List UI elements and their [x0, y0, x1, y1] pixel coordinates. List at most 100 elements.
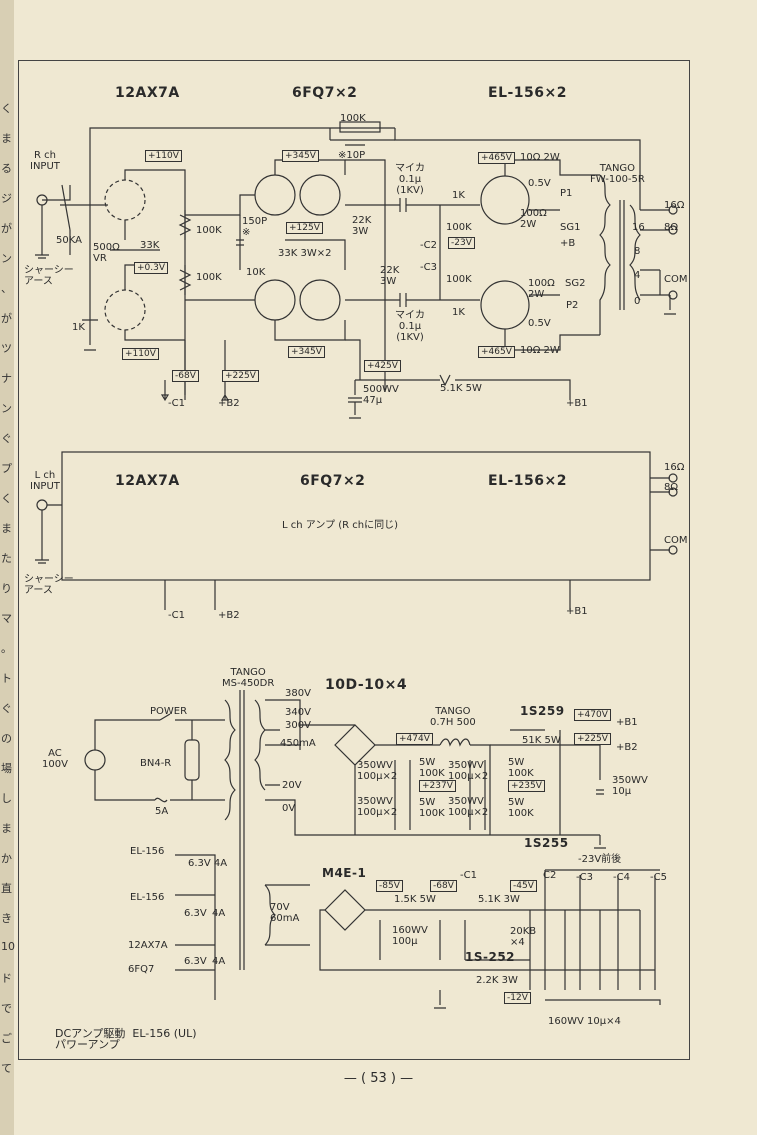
- tube-6fq7-2b: [299, 279, 341, 321]
- p2-label: P2: [566, 300, 579, 311]
- bias-bridge: [324, 889, 366, 931]
- lch-input-label: L ch INPUT: [30, 470, 60, 492]
- plusb-label: +B: [560, 238, 576, 249]
- rch-out16: 16Ω: [664, 200, 685, 211]
- margin-char: ド: [1, 972, 12, 985]
- tap-20: 20V: [282, 780, 302, 791]
- bridge-rectifier: [334, 724, 376, 766]
- tap-340: 340V: [285, 707, 311, 718]
- vr-label: 500Ω VR: [93, 242, 120, 264]
- margin-char: ま: [1, 132, 12, 145]
- r1k-b-label: 1K: [452, 307, 465, 318]
- margin-char: た: [1, 552, 12, 565]
- v-425: +425V: [364, 360, 401, 372]
- margin-char: が: [1, 222, 12, 235]
- margin-char: の: [1, 732, 12, 745]
- r05-b-label: 0.5V: [528, 318, 551, 329]
- psu-c4: -C4: [613, 872, 630, 883]
- fuse: [154, 797, 168, 803]
- r100k-d-label: 100K: [446, 274, 472, 285]
- tap-380: 380V: [285, 688, 311, 699]
- rch-input-label: R ch INPUT: [30, 150, 60, 172]
- margin-char: く: [1, 102, 12, 115]
- rch-b1: +B1: [566, 398, 588, 409]
- lch-b1: +B1: [566, 606, 588, 617]
- margin-char: ぐ: [1, 432, 12, 445]
- choke-label: TANGO 0.7H 500: [430, 706, 476, 728]
- r51k-label: 5.1K 5W: [440, 383, 482, 394]
- cap160x4-label: 160WV 10μ×4: [548, 1016, 621, 1027]
- margin-char: か: [1, 852, 12, 865]
- margin-char: ト: [1, 672, 12, 685]
- rch-com: COM: [664, 274, 688, 285]
- power-switch: [159, 713, 171, 721]
- p1-label: P1: [560, 188, 573, 199]
- ac-plug: [84, 749, 106, 771]
- v-465-bottom: +465V: [478, 346, 515, 358]
- v-03: +0.3V: [134, 262, 169, 274]
- bias-bridge-label: M4E-1: [322, 866, 367, 880]
- rch-c1: -C1: [168, 398, 185, 409]
- schematic-frame: [18, 60, 690, 1060]
- heater-12ax7a: 12AX7A: [128, 940, 168, 951]
- v-225-psu: +225V: [574, 733, 611, 745]
- power-label: POWER: [150, 706, 188, 717]
- cap350-label: 350WV 10μ: [612, 775, 648, 797]
- caption: DCアンプ駆動 EL-156 (UL) パワーアンプ: [55, 1027, 197, 1051]
- r100k-b-label: 100K: [196, 272, 222, 283]
- heater-2-v: 6.3V: [184, 908, 207, 919]
- fuse-label: 5A: [155, 806, 169, 817]
- margin-char: り: [1, 582, 12, 595]
- r05-a-label: 0.5V: [528, 178, 551, 189]
- sg2-label: SG2: [565, 278, 586, 289]
- margin-char: 。: [1, 642, 12, 655]
- v-225: +225V: [222, 370, 259, 382]
- r5w-2: 5W 100K: [419, 797, 445, 819]
- v-345-top: +345V: [282, 150, 319, 162]
- v-470: +470V: [574, 709, 611, 721]
- psu-b2: +B2: [616, 742, 638, 753]
- cap-a-label: 350WV 100μ×2: [357, 760, 398, 782]
- rch-tube1-label: 12AX7A: [115, 85, 180, 101]
- cap-d-label: 350WV 100μ×2: [448, 796, 489, 818]
- psu-c2: C2: [543, 870, 557, 881]
- rch-tube3-label: EL-156×2: [488, 85, 567, 101]
- output-transformer-label: TANGO FW-100-5R: [590, 163, 645, 185]
- r15k-label: 1.5K 5W: [394, 894, 436, 905]
- lch-tube1-label: 12AX7A: [115, 473, 180, 489]
- tap16: 16: [632, 222, 645, 233]
- c2-label: -C2: [420, 240, 437, 251]
- v-110-top: +110V: [145, 150, 182, 162]
- margin-char: ン: [1, 252, 12, 265]
- margin-char: ナ: [1, 372, 12, 385]
- tap-0: 0V: [282, 803, 296, 814]
- psu-b1: +B1: [616, 717, 638, 728]
- diode-1s259: 1S259: [520, 704, 565, 718]
- rch-chassis-label: シャーシー アース: [24, 265, 74, 287]
- output-transformer-primary: [599, 174, 611, 335]
- r33k3w-label: 33K 3W×2: [278, 248, 332, 259]
- cap500-label: 500WV 47μ: [363, 384, 399, 406]
- margin-char: で: [1, 1002, 12, 1015]
- power-transformer-primary: [224, 699, 236, 821]
- page-number: — ( 53 ) —: [343, 1071, 414, 1086]
- v-m45: -45V: [510, 880, 537, 892]
- r5w-3: 5W 100K: [508, 757, 534, 779]
- r5w-1: 5W 100K: [419, 757, 445, 779]
- tube-6fq7-1a: [254, 174, 296, 216]
- rch-tube2-label: 6FQ7×2: [292, 85, 358, 101]
- tap4: 4: [634, 270, 641, 281]
- margin-char: ン: [1, 402, 12, 415]
- power-transformer-secondary: [254, 699, 266, 791]
- feedback-wire: [89, 127, 641, 300]
- v-m12: -12V: [504, 992, 531, 1004]
- r100k-c-label: 100K: [446, 222, 472, 233]
- fb-capacitor: [345, 139, 365, 146]
- lch-b2: +B2: [218, 610, 240, 621]
- r100k-a-label: 100K: [196, 225, 222, 236]
- tube-12ax7a-1: [104, 179, 146, 221]
- r33k-label: 33K: [140, 240, 160, 251]
- heater-2-a: 4A: [212, 908, 226, 919]
- neon-lamp: [184, 739, 200, 781]
